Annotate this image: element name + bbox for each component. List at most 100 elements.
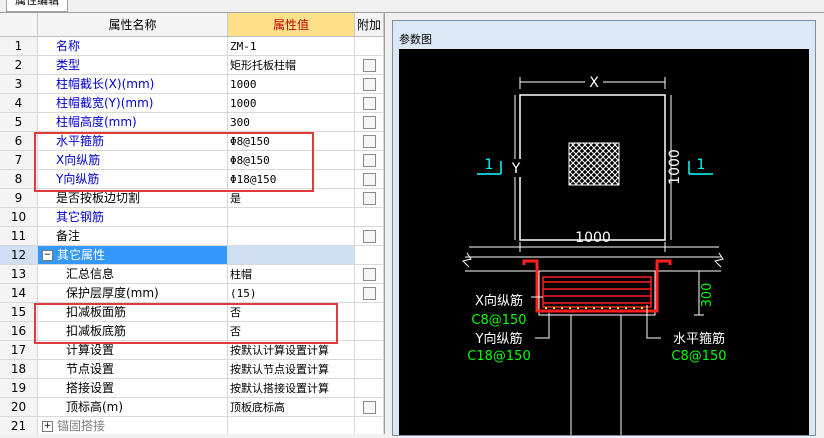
label-y-bar: Y向纵筋 [475,331,523,347]
table-row[interactable]: 4 柱帽截宽(Y)(mm) 1000 [0,94,384,113]
header-property-name[interactable]: 属性名称 [38,13,228,37]
property-name[interactable]: 搭接设置 [38,379,228,398]
property-value[interactable]: 1000 [228,75,355,94]
add-checkbox[interactable] [362,154,376,167]
cap-section [538,270,656,316]
table-row[interactable]: 3 柱帽截长(X)(mm) 1000 [0,75,384,94]
property-value[interactable]: 按默认节点设置计算 [228,360,355,379]
property-value[interactable] [228,246,355,265]
property-value[interactable]: Φ8@150 [228,132,355,151]
property-value[interactable]: 300 [228,113,355,132]
table-row[interactable]: 5 柱帽高度(mm) 300 [0,113,384,132]
group-row-anchorage-lap[interactable]: 21 +锚固搭接 [0,417,384,434]
group-row-other-properties[interactable]: 12 −其它属性 [0,246,384,265]
property-name[interactable]: 汇总信息 [38,265,228,284]
property-name[interactable]: 扣减板底筋 [38,322,228,341]
property-name[interactable]: 扣减板面筋 [38,303,228,322]
dim-label-y: Y [511,161,521,177]
table-row[interactable]: 2 类型 矩形托板柱帽 [0,56,384,75]
section-view: 300 X向纵筋 C8@150 Y向纵筋 C18@150 水平箍筋 C8@150 [462,252,727,435]
property-name[interactable]: 是否按板边切割 [38,189,228,208]
table-row[interactable]: 15 扣减板面筋 否 [0,303,384,322]
property-name[interactable]: 名称 [38,37,228,56]
group-name-cell[interactable]: −其它属性 [38,246,228,265]
add-checkbox[interactable] [362,173,376,186]
table-row[interactable]: 1 名称 ZM-1 [0,37,384,56]
table-row[interactable]: 18 节点设置 按默认节点设置计算 [0,360,384,379]
tab-property-edit[interactable]: 属性编辑 [6,0,68,12]
add-cell [355,37,384,56]
row-number: 21 [0,417,38,434]
add-cell [355,208,384,227]
add-cell [355,246,384,265]
property-name[interactable]: 顶标高(m) [38,398,228,417]
expand-icon[interactable]: + [42,421,53,432]
property-value[interactable]: 按默认搭接设置计算 [228,379,355,398]
table-row[interactable]: 7 X向纵筋 Φ8@150 [0,151,384,170]
property-name[interactable]: 类型 [38,56,228,75]
property-value[interactable]: (15) [228,284,355,303]
property-value[interactable]: 顶板底标高 [228,398,355,417]
add-checkbox[interactable] [362,230,376,243]
add-checkbox[interactable] [362,135,376,148]
add-checkbox[interactable] [362,116,376,129]
table-row[interactable]: 20 顶标高(m) 顶板底标高 [0,398,384,417]
add-cell [355,398,384,417]
property-name[interactable]: Y向纵筋 [38,170,228,189]
property-grid: 属性名称 属性值 附加 1 名称 ZM-1 2 类型 矩形托板柱帽 3 柱帽截长… [0,13,385,434]
add-cell [355,151,384,170]
table-row[interactable]: 8 Y向纵筋 Φ18@150 [0,170,384,189]
property-name[interactable]: 柱帽截长(X)(mm) [38,75,228,94]
property-name[interactable]: 水平箍筋 [38,132,228,151]
header-add[interactable]: 附加 [355,13,384,37]
add-checkbox[interactable] [362,97,376,110]
add-checkbox[interactable] [362,401,376,414]
collapse-icon[interactable]: − [42,250,53,261]
property-name[interactable]: 柱帽高度(mm) [38,113,228,132]
add-checkbox[interactable] [362,78,376,91]
table-row[interactable]: 19 搭接设置 按默认搭接设置计算 [0,379,384,398]
header-property-value[interactable]: 属性值 [228,13,355,37]
property-value[interactable]: ZM-1 [228,37,355,56]
table-row[interactable]: 17 计算设置 按默认计算设置计算 [0,341,384,360]
group-name-cell[interactable]: +锚固搭接 [38,417,228,434]
property-name[interactable]: 保护层厚度(mm) [38,284,228,303]
add-checkbox[interactable] [362,287,376,300]
property-value[interactable]: 按默认计算设置计算 [228,341,355,360]
add-checkbox[interactable] [362,59,376,72]
property-name[interactable]: X向纵筋 [38,151,228,170]
label-stirrup-spec: C8@150 [671,349,726,364]
property-name[interactable]: 柱帽截宽(Y)(mm) [38,94,228,113]
property-name[interactable]: 节点设置 [38,360,228,379]
property-value[interactable]: Φ8@150 [228,151,355,170]
property-value[interactable]: Φ18@150 [228,170,355,189]
table-row[interactable]: 9 是否按板边切割 是 [0,189,384,208]
table-row[interactable]: 16 扣减板底筋 否 [0,322,384,341]
property-name[interactable]: 计算设置 [38,341,228,360]
label-x-bar-spec: C8@150 [471,313,526,328]
add-checkbox[interactable] [362,268,376,281]
table-row[interactable]: 6 水平箍筋 Φ8@150 [0,132,384,151]
property-value[interactable] [228,227,355,246]
property-name[interactable]: 备注 [38,227,228,246]
table-row[interactable]: 10 其它钢筋 [0,208,384,227]
section-marker-left: 1 [485,157,494,173]
property-value[interactable] [228,208,355,227]
dim-depth-label: 300 [700,283,715,308]
property-value[interactable] [228,417,355,434]
property-value[interactable]: 1000 [228,94,355,113]
table-row[interactable]: 11 备注 [0,227,384,246]
leader-y-bar [535,313,550,339]
property-value[interactable]: 否 [228,303,355,322]
add-checkbox[interactable] [362,192,376,205]
dim-label-x: X [589,75,599,91]
property-value[interactable]: 柱帽 [228,265,355,284]
table-row[interactable]: 13 汇总信息 柱帽 [0,265,384,284]
break-symbol-right [714,252,724,268]
table-row[interactable]: 14 保护层厚度(mm) (15) [0,284,384,303]
header-row-number [0,13,38,37]
property-value[interactable]: 否 [228,322,355,341]
property-value[interactable]: 矩形托板柱帽 [228,56,355,75]
property-name[interactable]: 其它钢筋 [38,208,228,227]
property-value[interactable]: 是 [228,189,355,208]
